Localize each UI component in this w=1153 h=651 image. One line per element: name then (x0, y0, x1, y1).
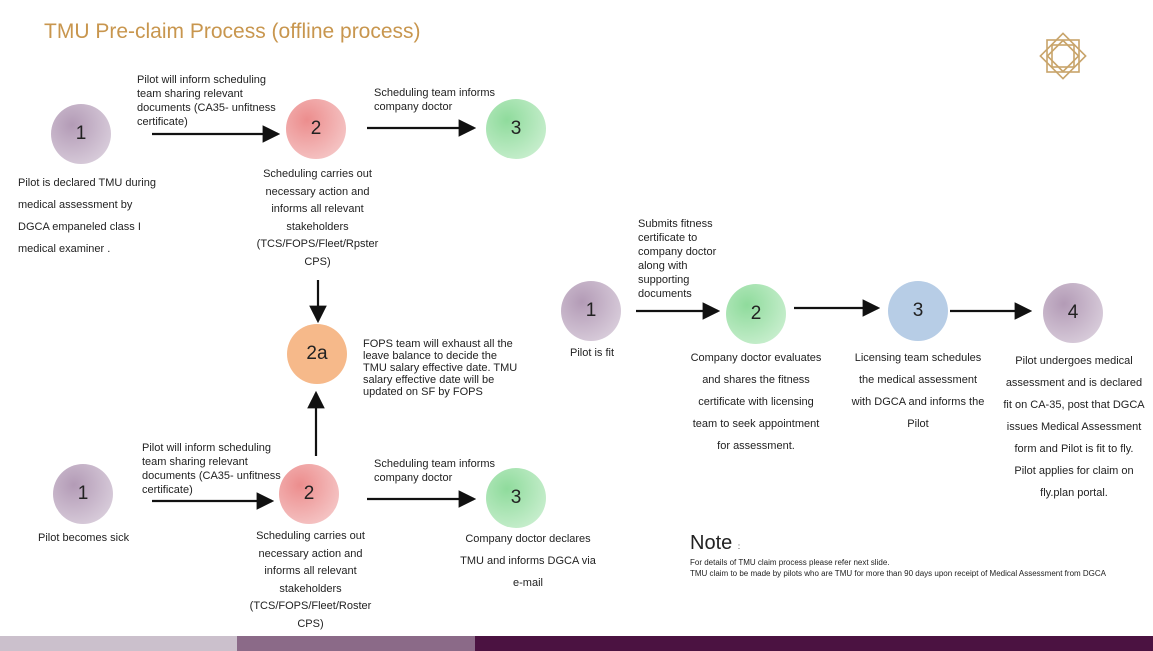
note-heading-text: Note (690, 532, 733, 554)
right-step-4-circle: 4 (1043, 283, 1103, 343)
footer-bar-segment-2 (237, 636, 475, 651)
bottom-step3-text: Company doctor declares TMU and informs … (460, 533, 596, 589)
step-2a-text: FOPS team will exhaust all the leave bal… (363, 338, 518, 398)
top-step1-text: Pilot is declared TMU during medical ass… (18, 177, 156, 255)
top-step-2-circle: 2 (286, 99, 346, 159)
bottom-step-1-circle: 1 (53, 464, 113, 524)
right-step4-text: Pilot undergoes medical assessment and i… (1003, 355, 1145, 499)
note-heading: Note : (690, 532, 740, 555)
right-step-1-circle: 1 (561, 281, 621, 341)
bottom-step-2-circle: 2 (279, 464, 339, 524)
right-step2-text: Company doctor evaluates and shares the … (690, 352, 822, 452)
footer-bar-segment-1 (0, 636, 237, 651)
bottom-arrow1-label: Pilot will inform scheduling team sharin… (142, 442, 281, 496)
right-step-3-circle: 3 (888, 281, 948, 341)
right-step3-text: Licensing team schedules the medical ass… (851, 352, 985, 430)
footer-bar-segment-3 (475, 636, 1153, 651)
right-arrow1-label: Submits fitness certificate to company d… (638, 218, 717, 300)
right-step-2-circle: 2 (726, 284, 786, 344)
note-colon: : (737, 542, 741, 551)
bottom-step-3-circle: 3 (486, 468, 546, 528)
note-line-1: For details of TMU claim process please … (690, 558, 890, 567)
bottom-step1-text: Pilot becomes sick (38, 532, 130, 544)
step-2a-circle: 2a (287, 324, 347, 384)
note-line-2: TMU claim to be made by pilots who are T… (690, 569, 1107, 578)
top-arrow2-label: Scheduling team informs company doctor (374, 87, 496, 113)
right-step1-text: Pilot is fit (570, 347, 615, 359)
top-arrow1-label: Pilot will inform scheduling team sharin… (137, 74, 276, 128)
bottom-arrow2-label: Scheduling team informs company doctor (374, 458, 496, 484)
top-step-3-circle: 3 (486, 99, 546, 159)
note-body: For details of TMU claim process please … (690, 557, 1140, 579)
logo-star-icon (1039, 32, 1087, 80)
page-title: TMU Pre-claim Process (offline process) (44, 20, 421, 43)
top-step-1-circle: 1 (51, 104, 111, 164)
bottom-step2-text: Scheduling carries out necessary action … (249, 530, 372, 630)
top-step2-text: Scheduling carries out necessary action … (256, 168, 379, 268)
